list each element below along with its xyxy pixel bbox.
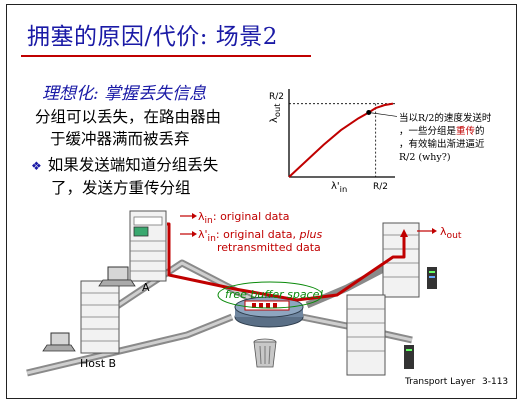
slide-subtitle: 理想化: 掌握丢失信息 — [42, 84, 207, 104]
host-a-server — [129, 210, 167, 282]
title-underline — [21, 55, 311, 57]
laptop-icon — [42, 332, 76, 352]
lambda-in-desc: : original data — [212, 210, 290, 223]
lambda-prime-in-label-line2: retransmitted data — [217, 241, 321, 254]
diamond-bullet-icon: ❖ — [31, 159, 42, 173]
chart-y-tick: R/2 — [269, 92, 284, 102]
link-lower-left-inner — [26, 315, 233, 375]
page-number: 3-113 — [482, 377, 509, 387]
chart-series-line-0 — [288, 102, 394, 178]
footer-text: Transport Layer — [405, 377, 476, 387]
slide: 拥塞的原因/代价: 场景2 理想化: 掌握丢失信息 分组可以丢失，在路由器由 于… — [6, 4, 517, 399]
lambda-out-label: λout — [440, 225, 462, 242]
network-diagram — [26, 210, 437, 377]
bullet-1-line1: 分组可以丢失，在路由器由 — [35, 108, 222, 126]
chart-annotation: 当以R/2的速度发送时 ，一些分组是重传的 ，有效输出渐进逼近 R/2 (why… — [399, 112, 491, 164]
free-buffer-label: free buffer space! — [225, 288, 324, 301]
bullet-2-line2: 了，发送方重传分组 — [51, 179, 191, 197]
lambda-prime-desc: : original data, plus — [215, 228, 323, 241]
data-flow-arrow — [167, 222, 406, 302]
throughput-chart: R/2 R/2 — [269, 89, 397, 192]
chart-series — [288, 102, 397, 178]
chart-y-label: λout — [269, 103, 282, 123]
host-a-label: A — [142, 281, 150, 294]
chart-annotation-text: 当以R/2的速度发送时 ，一些分组是重传的 ，有效输出渐进逼近 R/2 (why… — [399, 113, 492, 163]
lambda-in-label: λin: original data — [198, 210, 290, 227]
lower-server — [346, 294, 414, 376]
chart-x-tick: R/2 — [373, 182, 388, 192]
free-buffer-highlight — [217, 281, 323, 309]
router-icon — [234, 296, 304, 328]
link-host-b-router-inner — [98, 261, 268, 320]
lambda-prime-in-label: λ'in: original data, plus — [198, 228, 323, 245]
chart-x-label: λ'in — [331, 181, 348, 194]
laptop-icon — [98, 266, 136, 287]
host-b-server — [80, 280, 120, 354]
bullet-2-line1: 如果发送端知道分组丢失 — [47, 156, 219, 174]
chart-gridlines — [289, 103, 395, 177]
trash-icon — [253, 338, 277, 368]
slide-title: 拥塞的原因/代价: 场景2 — [27, 24, 278, 50]
bullet-1: 分组可以丢失，在路由器由 于缓冲器满而被丢弃 — [35, 106, 221, 150]
flow-arrowhead-icon — [400, 229, 408, 237]
bullet-2: ❖ 如果发送端知道分组丢失 了，发送方重传分组 — [31, 154, 218, 199]
chart-annotation-pointer — [368, 112, 397, 117]
host-b-label: Host B — [80, 357, 117, 370]
bullet-1-line2: 于缓冲器满而被丢弃 — [50, 130, 190, 148]
